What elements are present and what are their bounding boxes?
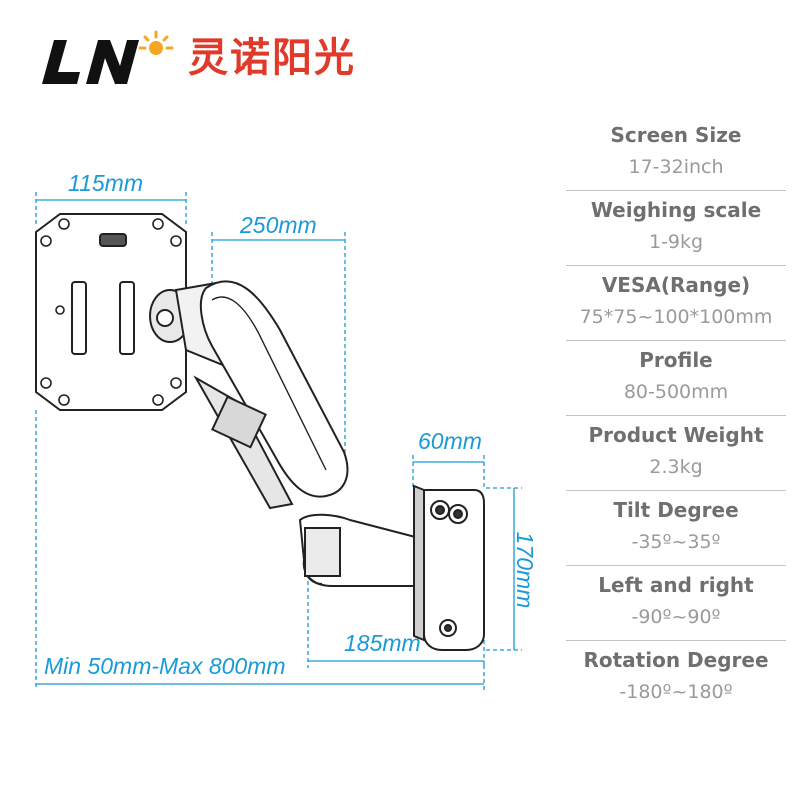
sun-icon	[138, 30, 174, 55]
spec-name: Weighing scale	[590, 198, 762, 222]
spec-name: Tilt Degree	[613, 498, 739, 522]
spec-row-left-right: Left and right -90º~90º	[566, 566, 786, 641]
spec-name: Rotation Degree	[583, 648, 769, 672]
spec-row-rotation-degree: Rotation Degree -180º~180º	[566, 641, 786, 716]
spec-value: 1-9kg	[648, 231, 704, 253]
vesa-plate	[35, 213, 187, 411]
brand-logo: 灵诺阳光	[40, 28, 380, 92]
dim-extension-range: Min 50mm-Max 800mm	[44, 653, 286, 679]
dim-arm-length: 250mm	[240, 212, 317, 238]
spec-row-vesa: VESA(Range) 75*75~100*100mm	[566, 266, 786, 341]
spec-name: Profile	[639, 348, 713, 372]
dim-wall-plate-height: 170mm	[512, 531, 538, 609]
dim-plate-width: 115mm	[68, 170, 143, 196]
spec-value: 80-500mm	[623, 381, 729, 403]
spec-name: Product Weight	[588, 423, 764, 447]
dim-wall-plate-width: 60mm	[418, 428, 482, 454]
dim-wall-arm-length: 185mm	[344, 630, 421, 656]
spec-row-profile: Profile 80-500mm	[566, 341, 786, 416]
spec-table: Screen Size 17-32inch Weighing scale 1-9…	[566, 116, 786, 716]
spec-name: VESA(Range)	[601, 273, 751, 297]
spec-value: 75*75~100*100mm	[579, 306, 773, 328]
spec-value: 2.3kg	[649, 456, 703, 478]
spec-name: Screen Size	[610, 123, 742, 147]
spec-row-screen-size: Screen Size 17-32inch	[566, 116, 786, 191]
ln-logo-mark	[42, 30, 174, 84]
spec-value: -35º~35º	[631, 531, 721, 553]
brand-name: 灵诺阳光	[188, 35, 356, 81]
tilt-knob-icon	[99, 233, 127, 247]
spec-row-product-weight: Product Weight 2.3kg	[566, 416, 786, 491]
spec-row-weighing-scale: Weighing scale 1-9kg	[566, 191, 786, 266]
spec-value: -90º~90º	[631, 606, 721, 628]
spec-value: -180º~180º	[619, 681, 733, 703]
spec-row-tilt-degree: Tilt Degree -35º~35º	[566, 491, 786, 566]
spec-name: Left and right	[598, 573, 754, 597]
dimension-lines	[35, 192, 522, 690]
spec-value: 17-32inch	[628, 156, 724, 178]
wall-plate	[413, 484, 485, 651]
